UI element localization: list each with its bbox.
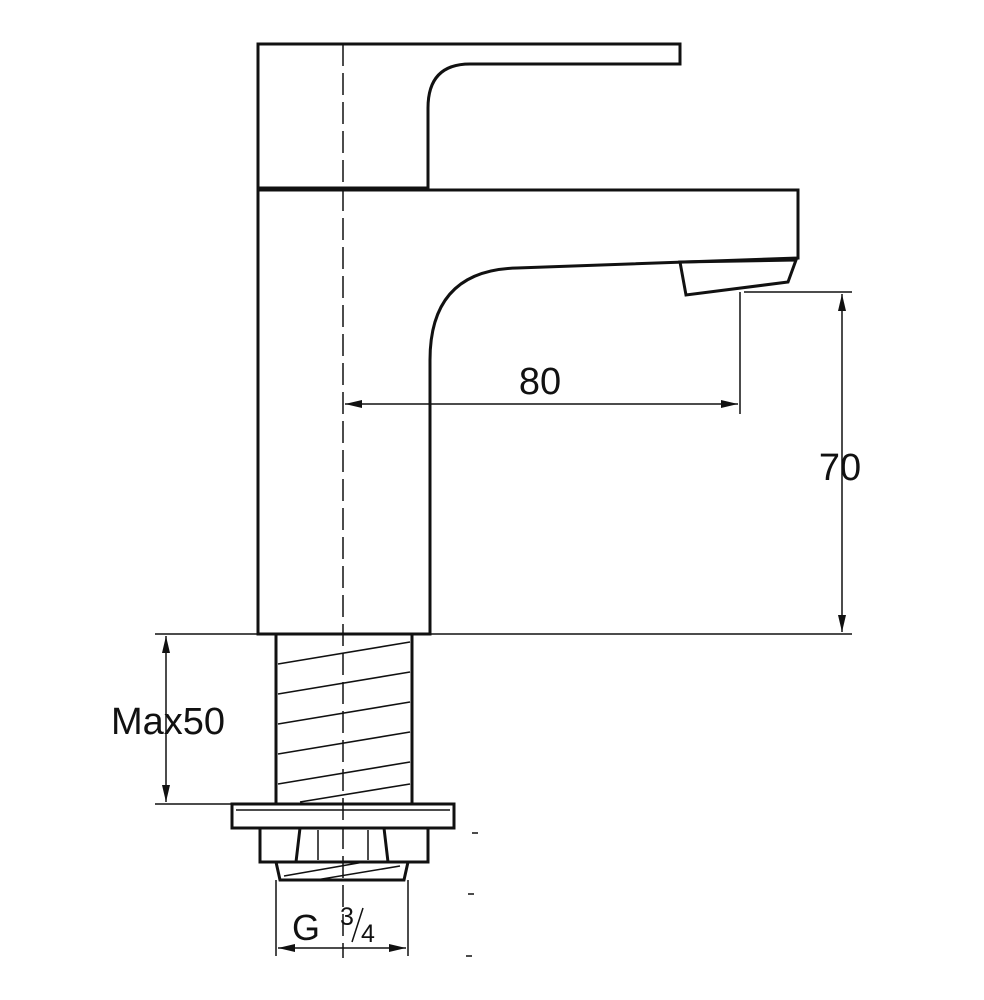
thread-fraction-slash xyxy=(351,907,364,943)
thread-denominator-label: 4 xyxy=(361,920,375,948)
thread-numerator-label: 3 xyxy=(340,903,354,931)
tap-body xyxy=(256,188,800,636)
spout-height-dimension xyxy=(430,291,852,635)
deck-thickness-dimension xyxy=(155,633,258,805)
spout-reach-label: 80 xyxy=(519,361,561,403)
thread-prefix-label: G xyxy=(292,907,320,948)
threaded-shank xyxy=(274,634,414,804)
connection-thread-dimension xyxy=(275,880,409,956)
spout-reach-dimension xyxy=(345,292,741,414)
spout-height-label: 70 xyxy=(819,447,861,489)
deck-thickness-label: Max50 xyxy=(111,701,225,743)
aerator xyxy=(678,258,799,297)
lock-nut xyxy=(258,827,430,882)
lever-handle xyxy=(256,42,682,192)
